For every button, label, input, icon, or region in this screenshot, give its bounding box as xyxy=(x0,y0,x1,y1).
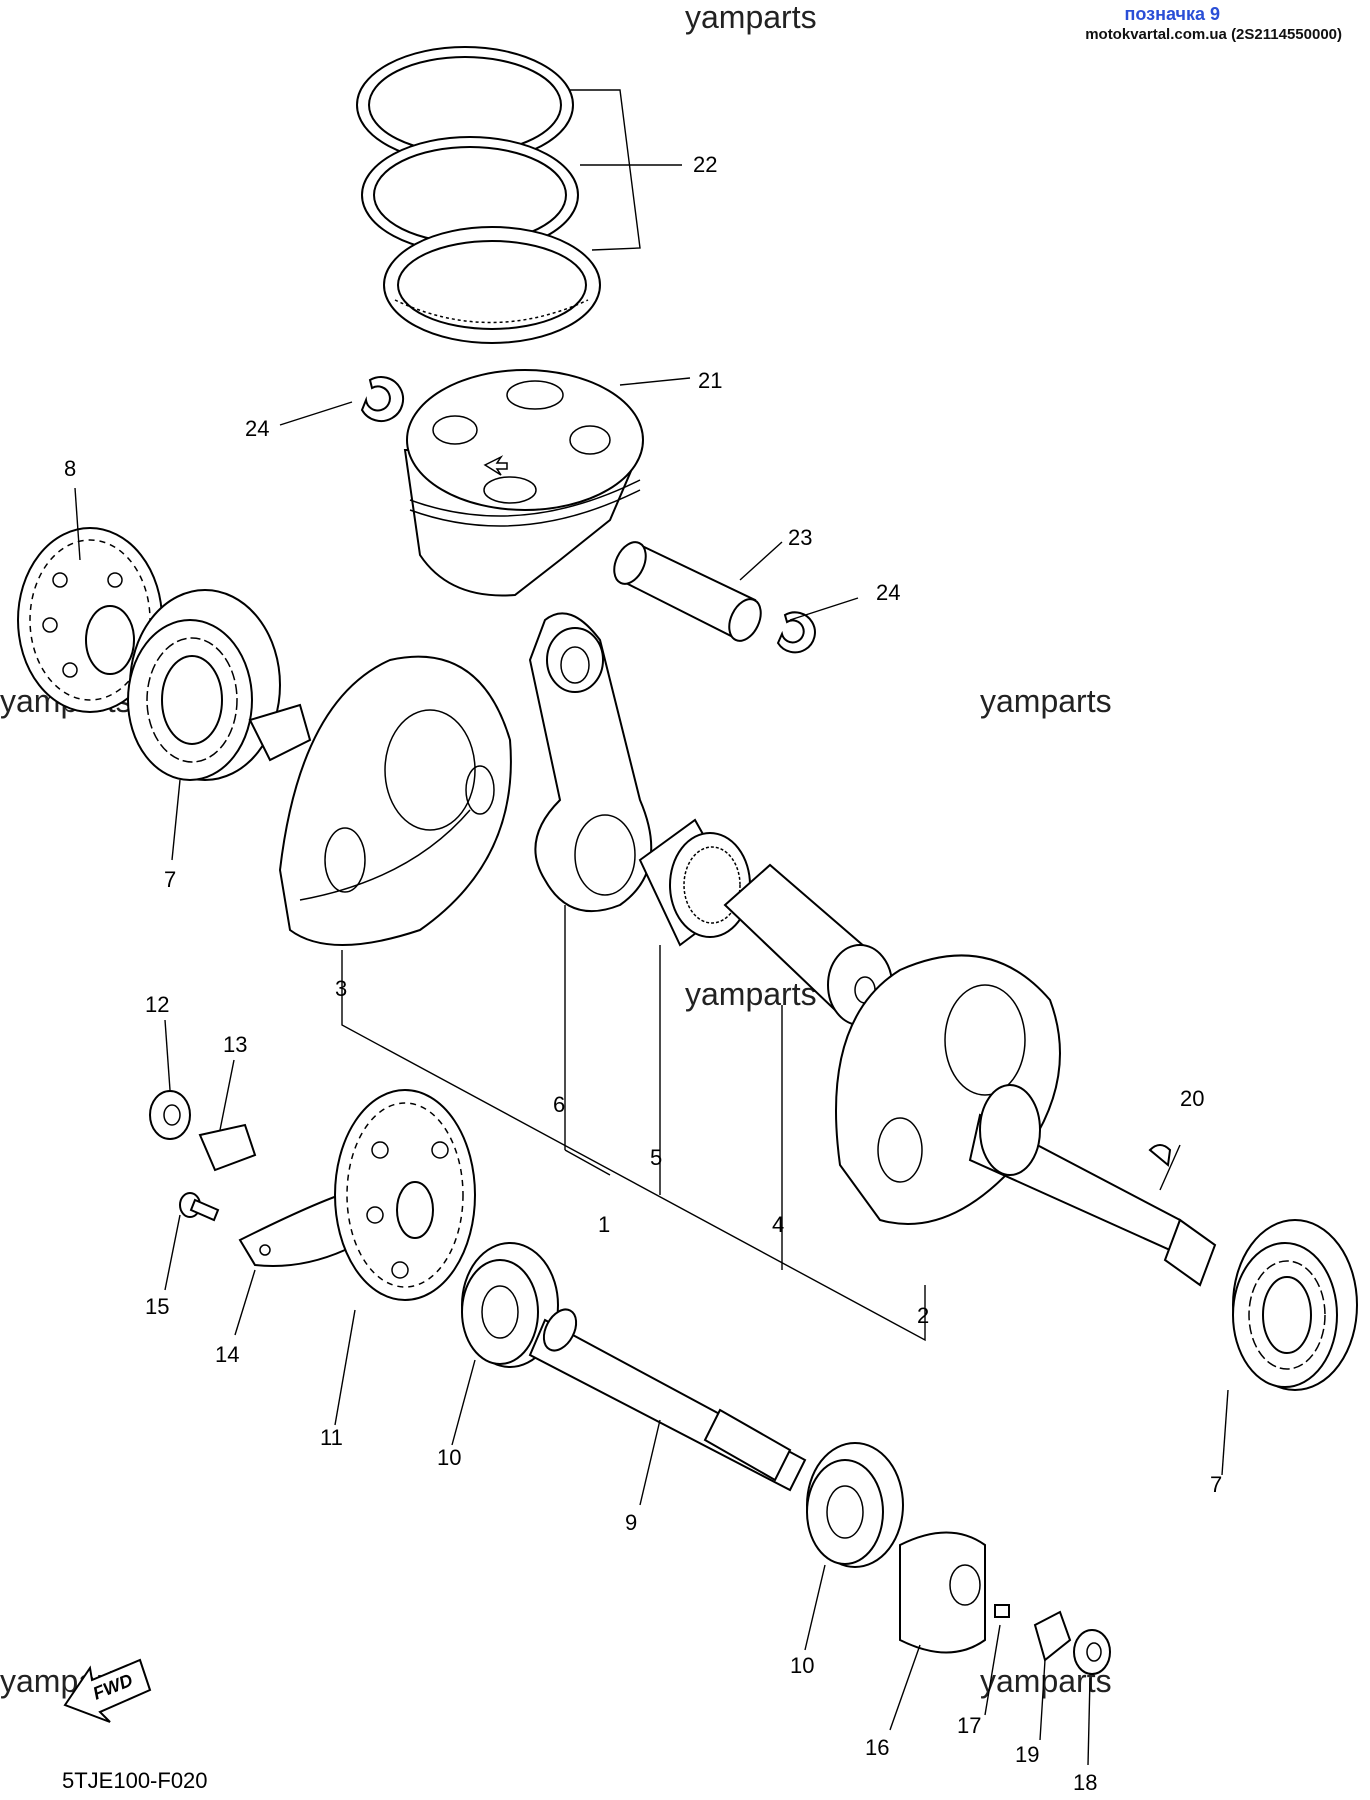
callout-5: 5 xyxy=(650,1145,662,1170)
callout-13: 13 xyxy=(223,1032,247,1057)
callout-3: 3 xyxy=(335,976,347,1001)
callout-10-lower: 10 xyxy=(790,1653,814,1678)
watermark-top: yamparts xyxy=(685,0,817,35)
needle-bearing xyxy=(638,818,751,947)
source-reference: motokvartal.com.ua (2S2114550000) xyxy=(1085,26,1342,43)
callout-21: 21 xyxy=(698,368,722,393)
leader-lines xyxy=(74,89,1229,1766)
woodruff-key xyxy=(1148,1144,1172,1167)
callout-23: 23 xyxy=(788,525,812,550)
piston-pin xyxy=(613,541,762,642)
watermark-center: yamparts xyxy=(685,976,817,1012)
callout-16: 16 xyxy=(865,1735,889,1760)
balancer-bearing-lower xyxy=(806,1442,904,1568)
piston-rings xyxy=(356,46,601,344)
balancer-gear xyxy=(334,1089,476,1301)
callout-14: 14 xyxy=(215,1342,239,1367)
callout-24-lower: 24 xyxy=(876,580,900,605)
bearing-left xyxy=(127,589,281,781)
callout-19: 19 xyxy=(1015,1742,1039,1767)
diagram-code: 5TJE100-F020 xyxy=(62,1768,208,1793)
fwd-arrow: FWD xyxy=(63,1658,152,1723)
callout-22: 22 xyxy=(693,152,717,177)
nut-12 xyxy=(149,1090,191,1140)
timing-gear xyxy=(17,527,163,713)
piston xyxy=(403,369,644,597)
balancer-bearing-upper xyxy=(461,1242,559,1368)
callout-8: 8 xyxy=(64,456,76,481)
watermark-right: yamparts xyxy=(980,683,1112,719)
callout-4: 4 xyxy=(772,1212,784,1237)
callout-20: 20 xyxy=(1180,1086,1204,1111)
balancer-shaft xyxy=(528,1308,807,1492)
callout-7-left: 7 xyxy=(164,867,176,892)
bolt-15 xyxy=(179,1192,220,1222)
key-17 xyxy=(994,1604,1010,1618)
connecting-rod xyxy=(528,612,653,913)
nut-18 xyxy=(1073,1629,1111,1675)
callout-15: 15 xyxy=(145,1294,169,1319)
crank-web-right xyxy=(835,954,1217,1287)
callout-24-upper: 24 xyxy=(245,416,269,441)
bearing-right xyxy=(1232,1219,1358,1391)
lock-washer-13 xyxy=(198,1123,257,1172)
callout-6: 6 xyxy=(553,1092,565,1117)
callout-labels: 22 21 24 23 24 8 7 3 6 5 4 1 2 20 7 12 1… xyxy=(64,152,1222,1795)
callout-18: 18 xyxy=(1073,1770,1097,1795)
callout-1: 1 xyxy=(598,1212,610,1237)
diagram-tag: позначка 9 xyxy=(1124,4,1221,24)
circlip-upper xyxy=(360,376,405,423)
callout-11: 11 xyxy=(320,1425,343,1450)
callout-2: 2 xyxy=(917,1303,929,1328)
callout-10-upper: 10 xyxy=(437,1445,461,1470)
callout-12: 12 xyxy=(145,992,169,1017)
circlip-lower xyxy=(776,611,816,654)
callout-7-right: 7 xyxy=(1210,1472,1222,1497)
callout-9: 9 xyxy=(625,1510,637,1535)
balancer-weight-16 xyxy=(899,1531,986,1654)
lock-washer-19 xyxy=(1033,1610,1072,1662)
callout-17: 17 xyxy=(957,1713,981,1738)
crank-web-left xyxy=(248,655,512,946)
